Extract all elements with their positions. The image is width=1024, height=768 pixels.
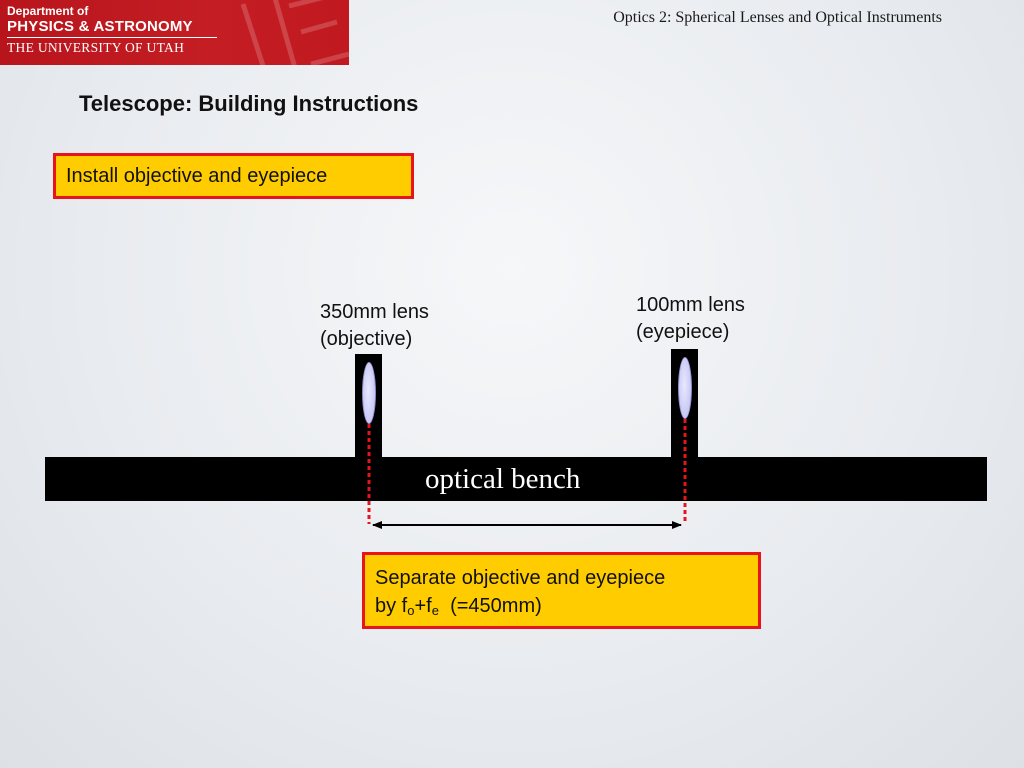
eyepiece-lens-label-line1: 100mm lens [636,294,745,316]
department-logo: Department of PHYSICS & ASTRONOMY THE UN… [0,0,349,65]
slide-title: Telescope: Building Instructions [79,91,419,116]
separate-callout-sub-o: o [407,603,415,618]
objective-lens [362,362,376,424]
eyepiece-lens-label: 100mm lens (eyepiece) [636,292,745,346]
separate-callout-plus: +f [414,595,432,617]
course-title: Optics 2: Spherical Lenses and Optical I… [613,9,942,26]
logo-physics-astronomy-text: PHYSICS & ASTRONOMY [7,18,193,35]
objective-lens-label: 350mm lens (objective) [320,299,429,353]
optical-bench [45,457,987,501]
objective-lens-label-line1: 350mm lens [320,301,429,323]
separate-callout-box: Separate objective and eyepiece by fo+fe… [362,552,761,629]
separate-callout-value: (=450mm) [450,595,542,617]
eyepiece-lens [678,357,692,419]
logo-department-text: Department of [7,4,89,18]
install-callout-box: Install objective and eyepiece [53,153,414,199]
university-block-u-mark-icon [240,0,349,65]
separate-callout-line2: by fo+fe (=450mm) [375,592,758,620]
eyepiece-lens-label-line2: (eyepiece) [636,321,730,343]
separate-callout-line1: Separate objective and eyepiece [375,567,666,589]
separate-callout-sub-e: e [431,603,439,618]
logo-divider [7,37,217,38]
optical-bench-label: optical bench [425,463,581,495]
logo-university-text: THE UNIVERSITY OF UTAH [7,40,185,55]
objective-lens-label-line2: (objective) [320,328,413,350]
separate-callout-by: by f [375,595,408,617]
